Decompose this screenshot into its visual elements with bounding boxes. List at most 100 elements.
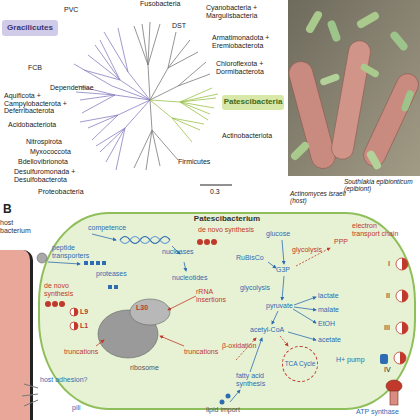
host-cell: host bacterium xyxy=(0,216,36,420)
scale-bar xyxy=(200,185,232,186)
dna-strand xyxy=(120,237,170,244)
host-membrane-band xyxy=(0,250,33,420)
arrow xyxy=(293,309,316,323)
arrow xyxy=(280,336,288,346)
host-cell-rod xyxy=(330,39,373,161)
function-label: ATP synthase xyxy=(356,408,399,416)
amino-acid-dot xyxy=(197,239,203,245)
complex-symbol xyxy=(396,290,408,302)
epibiont-cell xyxy=(366,149,383,170)
complex-symbol xyxy=(396,258,408,270)
arrow xyxy=(48,262,80,264)
arrow xyxy=(160,336,184,346)
epibiont-cell xyxy=(319,73,340,86)
arrow xyxy=(92,234,116,240)
taxon-label: Fusobacteria xyxy=(140,0,180,8)
taxon-label: Armatimonadota + Eremiobacterota xyxy=(212,34,274,49)
function-label: pili xyxy=(72,404,81,412)
arrow xyxy=(296,248,330,266)
arrow xyxy=(230,390,240,402)
transporter xyxy=(37,253,47,263)
half-present-marker xyxy=(70,308,78,316)
peptide-square xyxy=(114,285,118,289)
tree-branches-gracilicutes xyxy=(74,28,150,170)
amino-acid-dot xyxy=(45,301,51,307)
arrow xyxy=(236,338,256,360)
taxon-label: Cyanobacteria + Margulisbacteria xyxy=(206,4,268,19)
epibiont-cell xyxy=(389,30,409,52)
cell-illustration xyxy=(22,234,408,406)
tree-branches-patescibacteria xyxy=(150,88,218,142)
peptide-square xyxy=(102,261,106,265)
amino-acid-dot xyxy=(211,239,217,245)
taxon-label: Desulfuromonada + Desulfobacterota xyxy=(14,168,84,183)
node-text: TCA Cycle xyxy=(285,360,316,367)
arrow xyxy=(172,246,180,254)
species-label: Actinomyces israeli (host) xyxy=(290,190,346,204)
epibiont-cell xyxy=(289,140,310,161)
taxon-label: Aquificota + Campylobacterota + Deferrib… xyxy=(4,92,74,115)
arrow xyxy=(272,311,278,324)
arrow xyxy=(96,340,104,346)
proton-pump xyxy=(380,354,388,364)
half-present-fill xyxy=(74,322,78,330)
taxon-label: Bdellovibrionota xyxy=(18,158,68,166)
scale-label: 0.3 xyxy=(210,188,220,196)
peptide-square xyxy=(96,261,100,265)
arrow xyxy=(282,240,284,264)
complex-symbol xyxy=(394,352,406,364)
arrow xyxy=(294,307,316,310)
dna-strand xyxy=(120,237,170,244)
epibiont-cell xyxy=(326,19,341,42)
photo-background xyxy=(288,0,420,176)
arrow xyxy=(250,338,262,372)
atp-synthase-stalk xyxy=(390,391,398,405)
half-present-fill xyxy=(402,290,408,302)
taxon-label: Acidobacteriota xyxy=(8,121,56,129)
lipid-head xyxy=(220,400,225,405)
taxon-label: Dependentiae xyxy=(50,84,94,92)
half-present-fill xyxy=(402,322,408,334)
epibiont-cell xyxy=(305,10,324,35)
phylogenetic-tree xyxy=(74,22,232,185)
arrow xyxy=(168,296,196,310)
peptide-square xyxy=(84,261,88,265)
ribosome-large xyxy=(98,310,158,358)
half-present-marker xyxy=(70,322,78,330)
arrow xyxy=(294,297,316,305)
ribosome-small xyxy=(130,299,170,325)
taxon-label: Myxococcota xyxy=(30,148,71,156)
amino-acid-dot xyxy=(204,239,210,245)
node-text: Gracilicutes xyxy=(7,24,53,33)
taxon-label: Actinobacteriota xyxy=(222,132,272,140)
panel-letter: B xyxy=(3,203,12,216)
epibiont-cell xyxy=(356,11,381,30)
epibiont-cell xyxy=(400,89,414,112)
group-label-box: Gracilicutes xyxy=(2,20,58,36)
epibiont-cell xyxy=(359,62,380,78)
taxon-label: Nitrospirota xyxy=(26,138,62,146)
species-label: Southlakia epibionticum (epibiont) xyxy=(344,178,420,192)
half-present-fill xyxy=(400,352,406,364)
group-label-box: Patescibacteria xyxy=(222,95,284,110)
arrow xyxy=(282,276,284,300)
arrow xyxy=(184,262,186,271)
taxon-label: PVC xyxy=(64,6,78,14)
half-present-fill xyxy=(74,308,78,316)
taxon-label: Chloroflexota + Dormibacterota xyxy=(216,60,276,75)
cycle-circle: TCA Cycle xyxy=(282,346,318,382)
lipid-head xyxy=(226,394,231,399)
host-cell-rod xyxy=(360,70,420,170)
half-present-fill xyxy=(402,258,408,270)
amino-acid-dot xyxy=(59,301,65,307)
peptide-square xyxy=(90,261,94,265)
node-text: Patescibacterium xyxy=(40,215,414,224)
host-cell-rod xyxy=(286,59,338,171)
arrow xyxy=(268,262,276,268)
complex-symbol xyxy=(396,322,408,334)
taxon-label: Proteobacteria xyxy=(38,188,84,196)
taxon-label: Firmicutes xyxy=(178,158,210,166)
taxon-label: DST xyxy=(172,22,186,30)
